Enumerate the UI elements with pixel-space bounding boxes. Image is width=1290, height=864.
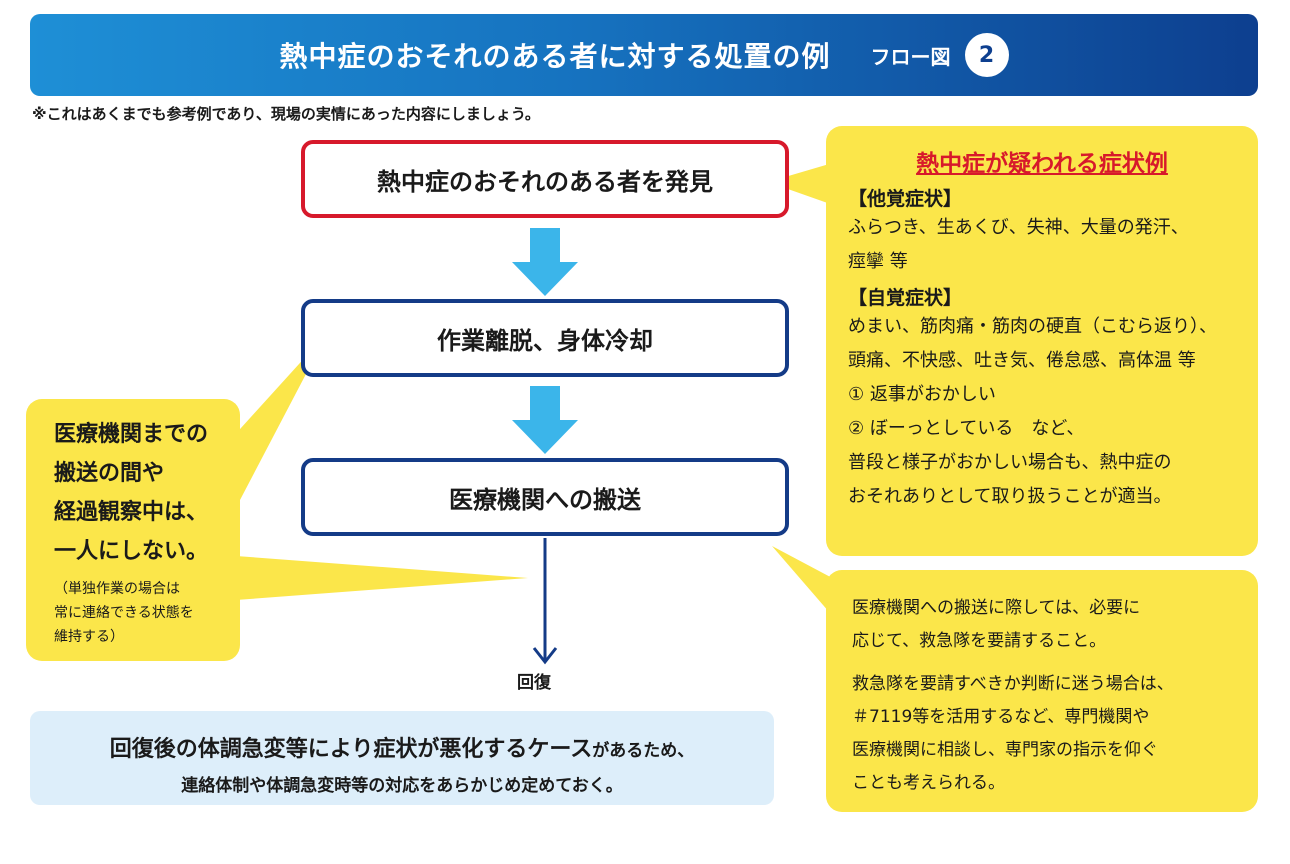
reference-note: ※これはあくまでも参考例であり、現場の実情にあった内容にしましょう。 xyxy=(32,105,540,123)
recovery-label: 回復 xyxy=(517,673,551,693)
ambulance-para1-line: 応じて、救急隊を要請すること。 xyxy=(852,631,1107,651)
ambulance-para2-line: ＃7119等を活用するなど、専門機関や xyxy=(852,707,1150,727)
flow-step-discover: 熱中症のおそれのある者を発見 xyxy=(301,140,789,218)
symptoms-callout: 熱中症が疑われる症状例 【他覚症状】 ふらつき、生あくび、失神、大量の発汗、 痙… xyxy=(826,126,1258,556)
down-arrow-1 xyxy=(512,228,578,296)
callout-sub-line: （単独作業の場合は xyxy=(54,581,180,597)
page-number-badge: 2 xyxy=(964,33,1009,77)
ambulance-callout: 医療機関への搬送に際しては、必要に 応じて、救急隊を要請すること。 救急隊を要請… xyxy=(826,570,1258,812)
post-recovery-line1-tail: があるため、 xyxy=(592,741,695,761)
do-not-leave-alone-callout: 医療機関までの 搬送の間や 経過観察中は、 一人にしない。 （単独作業の場合は … xyxy=(26,399,240,661)
callout-sub-line: 維持する） xyxy=(54,629,124,645)
left-callout-tail-upper xyxy=(212,332,328,500)
subjective-symptoms-title: 【自覚症状】 xyxy=(848,287,963,309)
ambulance-para2-line: 医療機関に相談し、専門家の指示を仰ぐ xyxy=(852,740,1158,760)
page-title: 熱中症のおそれのある者に対する処置の例 xyxy=(279,40,831,73)
right-callout-tail xyxy=(772,546,836,620)
callout-main-line: 医療機関までの xyxy=(54,422,209,447)
symptoms-heading: 熱中症が疑われる症状例 xyxy=(916,151,1168,177)
objective-symptoms-title: 【他覚症状】 xyxy=(848,188,963,210)
recovery-arrowhead xyxy=(532,647,558,665)
callout-main-line: 一人にしない。 xyxy=(54,539,209,564)
callout-main-line: 経過観察中は、 xyxy=(54,500,209,525)
symptoms-closing-line: 普段と様子がおかしい場合も、熱中症の xyxy=(848,452,1172,473)
ambulance-para2-line: 救急隊を要請すべきか判断に迷う場合は、 xyxy=(852,674,1174,694)
post-recovery-note: 回復後の体調急変等により症状が悪化するケースがあるため、 連絡体制や体調急変時等… xyxy=(30,711,774,805)
symptoms-closing-line: おそれありとして取り扱うことが適当。 xyxy=(848,486,1172,507)
ambulance-para1-line: 医療機関への搬送に際しては、必要に xyxy=(852,598,1141,618)
post-recovery-line2: 連絡体制や体調急変時等の対応をあらかじめ定めておく。 xyxy=(181,776,623,796)
flow-step-transport-label: 医療機関への搬送 xyxy=(449,485,641,514)
symptom-item-1: ① 返事がおかしい xyxy=(848,384,996,405)
objective-symptoms-line: ふらつき、生あくび、失神、大量の発汗、 xyxy=(848,217,1189,238)
post-recovery-line1-main: 回復後の体調急変等により症状が悪化するケース xyxy=(109,737,593,762)
flow-step-cooling: 作業離脱、身体冷却 xyxy=(301,299,789,377)
symptom-item-2: ② ぼーっとしている など、 xyxy=(848,418,1085,439)
down-arrow-2 xyxy=(512,386,578,454)
symptoms-callout-tail xyxy=(768,162,836,206)
page-subtitle: フロー図 xyxy=(870,44,951,69)
objective-symptoms-line: 痙攣 等 xyxy=(848,251,908,272)
flow-step-transport: 医療機関への搬送 xyxy=(301,458,789,536)
callout-main-line: 搬送の間や xyxy=(54,461,165,486)
subjective-symptoms-line: 頭痛、不快感、吐き気、倦怠感、高体温 等 xyxy=(848,350,1196,371)
ambulance-para2-line: ことも考えられる。 xyxy=(852,773,1005,793)
left-callout-tail-lower xyxy=(236,556,528,600)
callout-sub-text: （単独作業の場合は 常に連絡できる状態を 維持する） xyxy=(54,577,240,649)
flow-step-cooling-label: 作業離脱、身体冷却 xyxy=(437,326,653,355)
post-recovery-line1: 回復後の体調急変等により症状が悪化するケースがあるため、 xyxy=(30,731,774,763)
callout-sub-line: 常に連絡できる状態を xyxy=(54,605,194,621)
subjective-symptoms-line: めまい、筋肉痛・筋肉の硬直（こむら返り）、 xyxy=(848,316,1217,337)
page-header: 熱中症のおそれのある者に対する処置の例 フロー図 2 xyxy=(30,14,1258,96)
flow-step-discover-label: 熱中症のおそれのある者を発見 xyxy=(377,167,713,196)
